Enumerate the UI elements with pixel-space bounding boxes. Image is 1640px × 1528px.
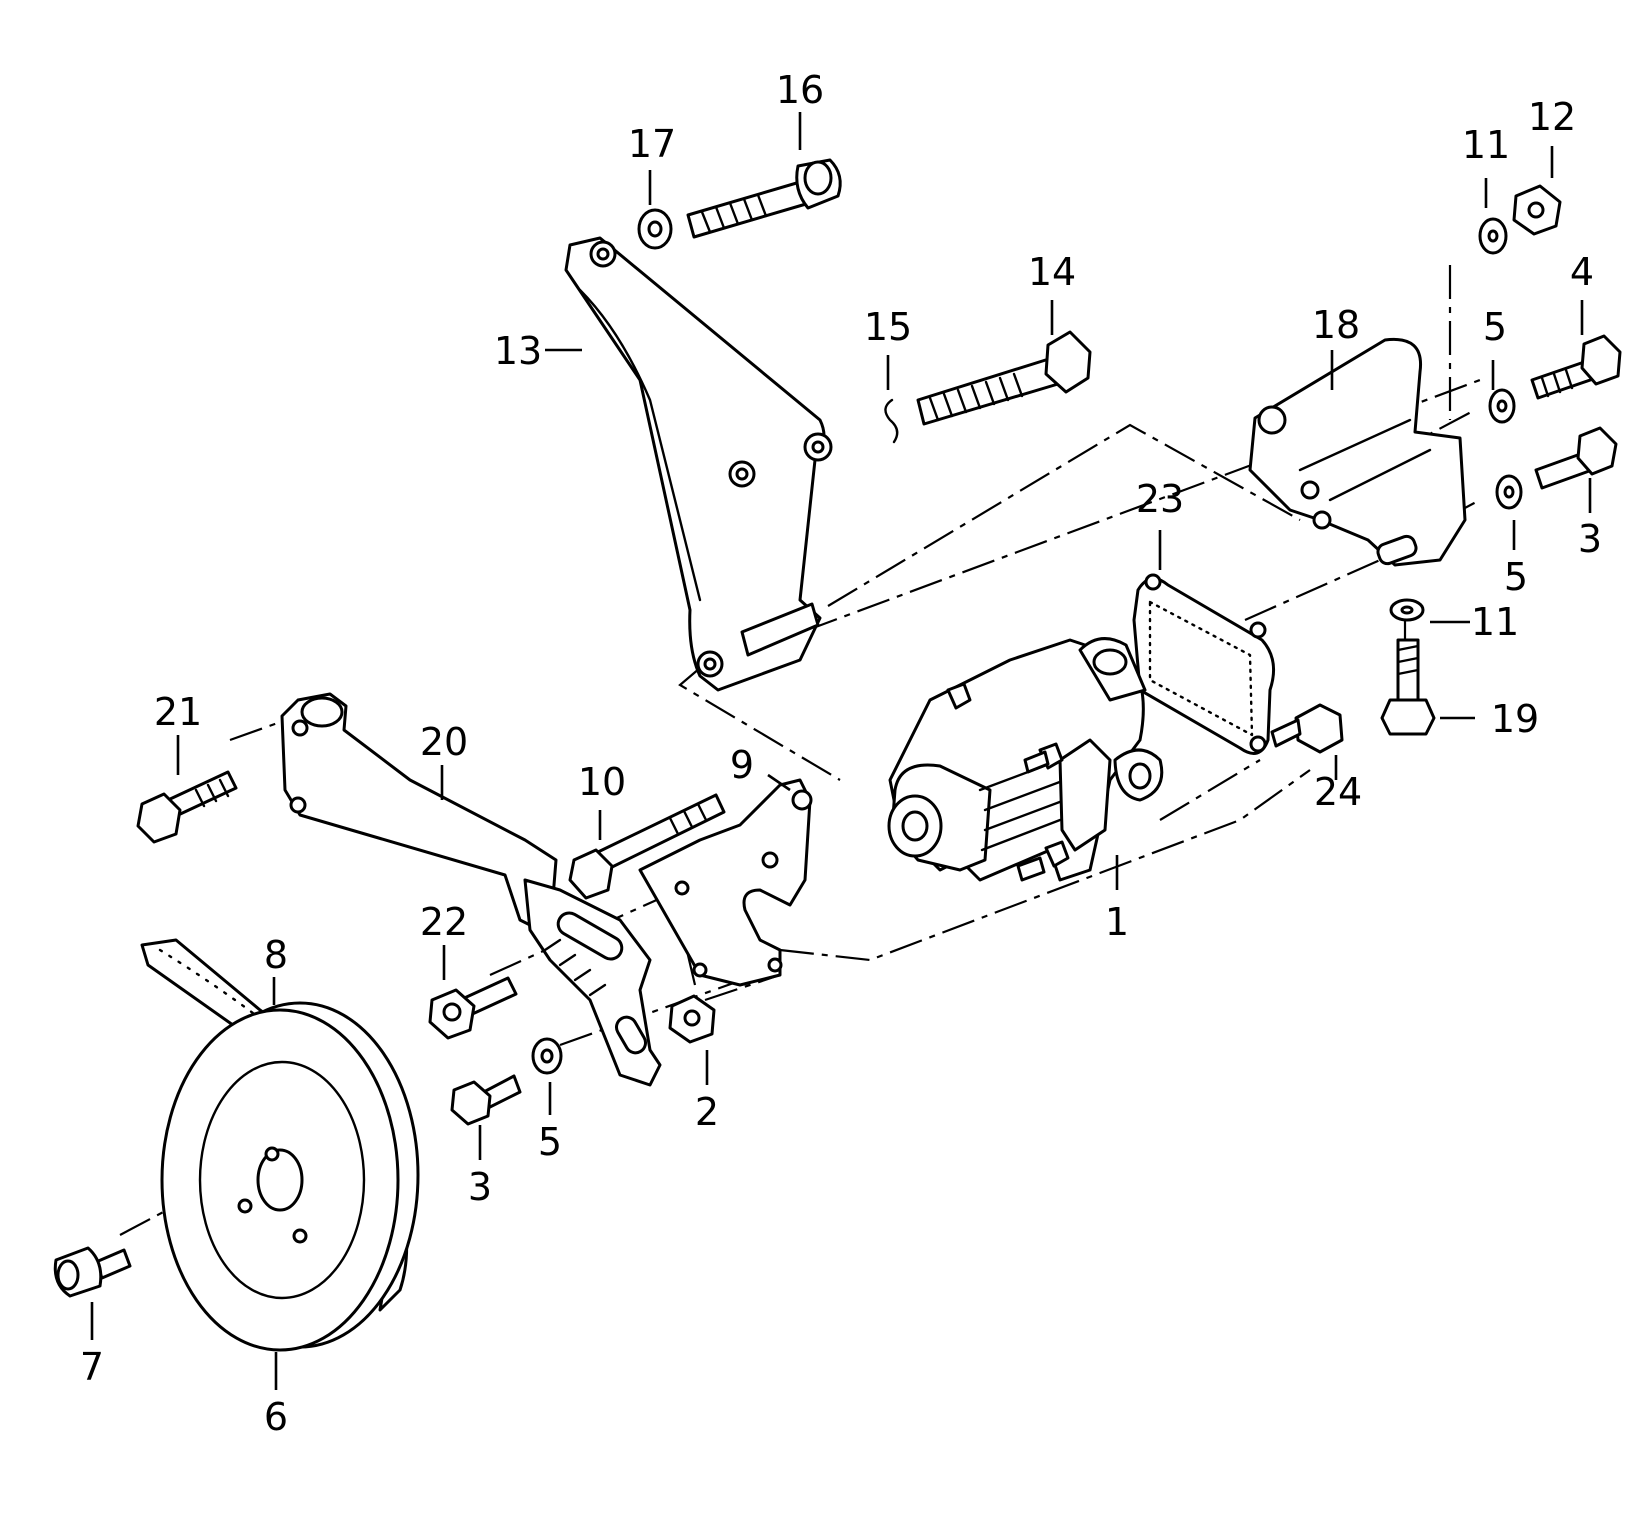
callout-5-mid: 5 — [1504, 555, 1528, 599]
callout-22: 22 — [420, 900, 468, 944]
callout-5-bottom: 5 — [538, 1120, 562, 1164]
washer-5-bottom — [531, 1037, 563, 1075]
callout-12: 12 — [1528, 95, 1576, 139]
bolt-14 — [916, 330, 1092, 426]
washer-5-top — [1488, 388, 1516, 424]
bolt-10 — [568, 793, 726, 900]
callout-23: 23 — [1136, 477, 1184, 521]
callout-24: 24 — [1314, 770, 1362, 814]
callout-21: 21 — [154, 690, 202, 734]
pump-1 — [887, 637, 1164, 882]
gasket-23 — [1132, 573, 1276, 755]
pulley-6 — [160, 1001, 420, 1352]
bolt-22 — [428, 976, 518, 1040]
bolt-19 — [1380, 638, 1436, 736]
callout-11-bottom: 11 — [1471, 600, 1519, 644]
bracket-20 — [280, 692, 558, 937]
callout-13: 13 — [494, 329, 542, 373]
plate-9 — [638, 778, 813, 987]
washer-11-top — [1478, 217, 1508, 255]
callout-1: 1 — [1105, 900, 1129, 944]
callout-labels: 1 2 3 3 4 5 5 5 6 7 8 9 10 11 11 12 13 1… — [80, 68, 1602, 1439]
washer-15 — [884, 398, 899, 444]
callout-3-bottom: 3 — [468, 1165, 492, 1209]
callout-8: 8 — [264, 933, 288, 977]
bolt-7 — [53, 1246, 132, 1298]
bolt-3-right — [1534, 426, 1618, 490]
callout-7: 7 — [80, 1345, 104, 1389]
bolt-4 — [1530, 334, 1622, 400]
callout-19: 19 — [1491, 697, 1539, 741]
bolt-21 — [136, 770, 238, 844]
callout-6: 6 — [264, 1395, 288, 1439]
callout-17: 17 — [628, 122, 676, 166]
callout-16: 16 — [776, 68, 824, 112]
washer-5-mid — [1495, 474, 1523, 510]
callout-18: 18 — [1312, 303, 1360, 347]
callout-15: 15 — [864, 305, 912, 349]
callout-4: 4 — [1570, 250, 1594, 294]
bracket-18 — [1248, 337, 1467, 567]
leader-lines — [90, 112, 1592, 1390]
callout-20: 20 — [420, 720, 468, 764]
callout-5-top: 5 — [1483, 305, 1507, 349]
washer-11-bottom — [1389, 598, 1425, 622]
bolt-16 — [686, 158, 842, 239]
tensioner-arm — [523, 878, 662, 1087]
bracket-13 — [564, 236, 833, 692]
callout-14: 14 — [1028, 250, 1076, 294]
callout-3-right: 3 — [1578, 517, 1602, 561]
callout-2: 2 — [695, 1090, 719, 1134]
washer-17 — [637, 208, 673, 250]
bolt-3-bottom — [450, 1074, 522, 1126]
callout-11-top: 11 — [1462, 123, 1510, 167]
bolt-24 — [1270, 703, 1344, 754]
nut-12 — [1512, 184, 1562, 236]
callout-10: 10 — [578, 760, 626, 804]
callout-9: 9 — [730, 743, 754, 787]
nut-2 — [668, 994, 716, 1044]
